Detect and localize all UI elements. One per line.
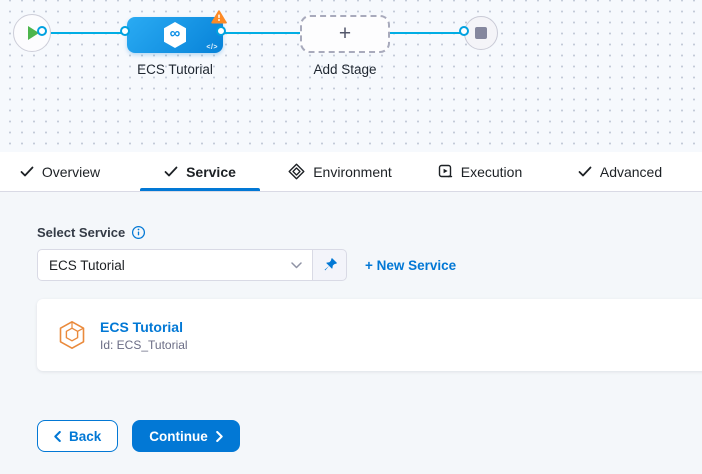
continue-button[interactable]: Continue: [132, 420, 240, 452]
connector-port: [120, 26, 130, 36]
new-service-link[interactable]: + New Service: [365, 257, 457, 273]
connector-port: [37, 26, 47, 36]
pipeline-end-node: [464, 16, 498, 50]
footer-buttons: Back Continue: [37, 420, 702, 452]
connector-line: [44, 32, 128, 34]
execution-icon: [438, 164, 452, 178]
chevron-left-icon: [54, 430, 61, 442]
service-tab-panel: Select Service ECS Tutorial + New Servic…: [0, 192, 702, 474]
tab-execution-label: Execution: [460, 163, 523, 180]
service-card-text: ECS Tutorial Id: ECS_Tutorial: [100, 319, 188, 352]
code-badge-icon: </>: [206, 44, 218, 51]
stop-icon: [475, 27, 487, 39]
tab-advanced[interactable]: Advanced: [560, 152, 680, 191]
service-card-title[interactable]: ECS Tutorial: [100, 318, 183, 335]
connector-port: [459, 26, 469, 36]
deploy-stage-icon: ∞: [161, 20, 189, 50]
tab-service-label: Service: [186, 163, 236, 180]
info-icon[interactable]: [131, 225, 146, 240]
ecs-service-icon: [59, 320, 85, 350]
check-icon: [20, 166, 34, 177]
pipeline-canvas: ∞ </> + ECS Tutorial Add Stage: [0, 0, 702, 152]
warning-icon: [211, 10, 227, 24]
stage-node-ecs-tutorial[interactable]: ∞ </>: [127, 10, 227, 53]
plus-icon: +: [338, 22, 352, 45]
check-icon: [164, 166, 178, 177]
add-stage-label: Add Stage: [313, 62, 377, 77]
pin-icon: [324, 258, 337, 271]
service-select-row: ECS Tutorial + New Service: [37, 249, 702, 281]
service-card-id: Id: ECS_Tutorial: [100, 337, 188, 352]
tab-overview[interactable]: Overview: [0, 152, 120, 191]
chevron-down-icon: [291, 261, 302, 268]
check-icon: [578, 166, 592, 177]
chevron-right-icon: [215, 430, 223, 442]
continue-button-label: Continue: [149, 428, 208, 444]
stage-node-label: ECS Tutorial: [137, 62, 213, 77]
back-button[interactable]: Back: [37, 420, 119, 452]
stage-tabs: Overview Service Environment Execution: [0, 152, 702, 192]
tab-execution[interactable]: Execution: [420, 152, 540, 191]
tab-service[interactable]: Service: [140, 152, 260, 191]
connector-line: [387, 32, 466, 34]
select-service-label: Select Service: [37, 225, 126, 240]
infinity-glyph: ∞: [169, 25, 181, 42]
back-button-label: Back: [69, 428, 102, 444]
service-select[interactable]: ECS Tutorial: [37, 249, 313, 281]
pin-service-button[interactable]: [313, 249, 347, 281]
connector-port: [216, 26, 226, 36]
service-select-value: ECS Tutorial: [49, 257, 125, 273]
service-card[interactable]: ECS Tutorial Id: ECS_Tutorial: [37, 299, 702, 371]
add-stage-button[interactable]: +: [300, 15, 390, 53]
connector-line: [222, 32, 302, 34]
tab-overview-label: Overview: [41, 163, 101, 180]
select-service-label-row: Select Service: [37, 225, 702, 240]
play-icon: [28, 26, 39, 40]
tab-environment-label: Environment: [313, 163, 392, 180]
tab-environment[interactable]: Environment: [280, 152, 400, 191]
environment-icon: [288, 163, 305, 180]
tab-advanced-label: Advanced: [599, 163, 663, 180]
